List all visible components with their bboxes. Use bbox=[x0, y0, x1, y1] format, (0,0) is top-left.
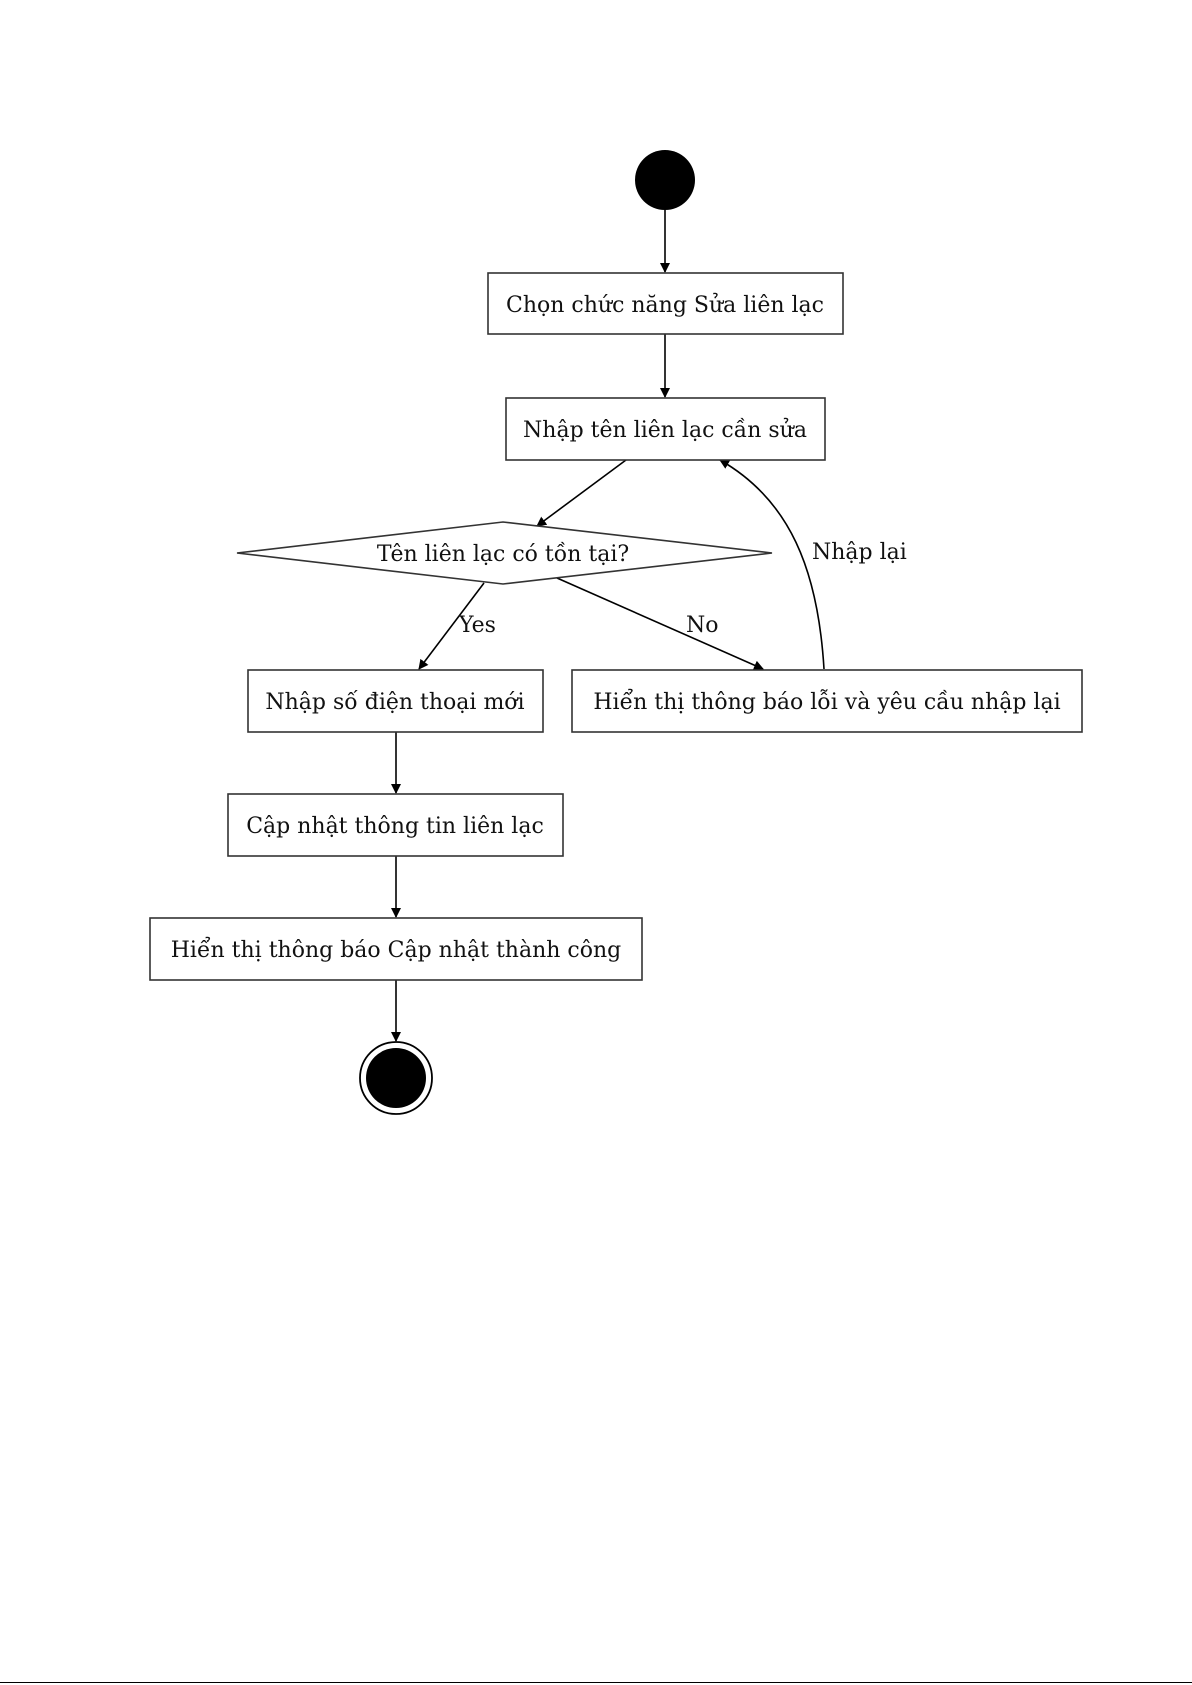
action-enter-new-phone-label: Nhập số điện thoại mới bbox=[265, 689, 524, 715]
page-bottom-rule bbox=[0, 1682, 1192, 1683]
action-show-success: Hiển thị thông báo Cập nhật thành công bbox=[150, 918, 642, 980]
start-node bbox=[635, 150, 695, 210]
edge-decision-no bbox=[557, 578, 763, 669]
edge-label-yes: Yes bbox=[458, 613, 496, 638]
edge-enter-name-to-decision bbox=[537, 460, 626, 526]
end-node bbox=[360, 1042, 432, 1114]
action-enter-contact-name-label: Nhập tên liên lạc cần sửa bbox=[523, 417, 807, 443]
action-select-edit-function: Chọn chức năng Sửa liên lạc bbox=[488, 273, 843, 334]
edge-retry-loop bbox=[720, 460, 824, 669]
action-update-contact-label: Cập nhật thông tin liên lạc bbox=[246, 814, 544, 839]
action-enter-contact-name: Nhập tên liên lạc cần sửa bbox=[506, 398, 825, 460]
action-select-edit-function-label: Chọn chức năng Sửa liên lạc bbox=[506, 292, 824, 318]
decision-contact-exists-label: Tên liên lạc có tồn tại? bbox=[377, 541, 629, 567]
edge-label-retry: Nhập lại bbox=[812, 540, 907, 565]
action-show-error: Hiển thị thông báo lỗi và yêu cầu nhập l… bbox=[572, 670, 1082, 732]
decision-contact-exists: Tên liên lạc có tồn tại? bbox=[237, 522, 772, 584]
action-update-contact: Cập nhật thông tin liên lạc bbox=[228, 794, 563, 856]
edge-label-no: No bbox=[686, 613, 719, 638]
action-show-error-label: Hiển thị thông báo lỗi và yêu cầu nhập l… bbox=[593, 687, 1060, 715]
action-enter-new-phone: Nhập số điện thoại mới bbox=[248, 670, 543, 732]
action-show-success-label: Hiển thị thông báo Cập nhật thành công bbox=[171, 935, 621, 963]
